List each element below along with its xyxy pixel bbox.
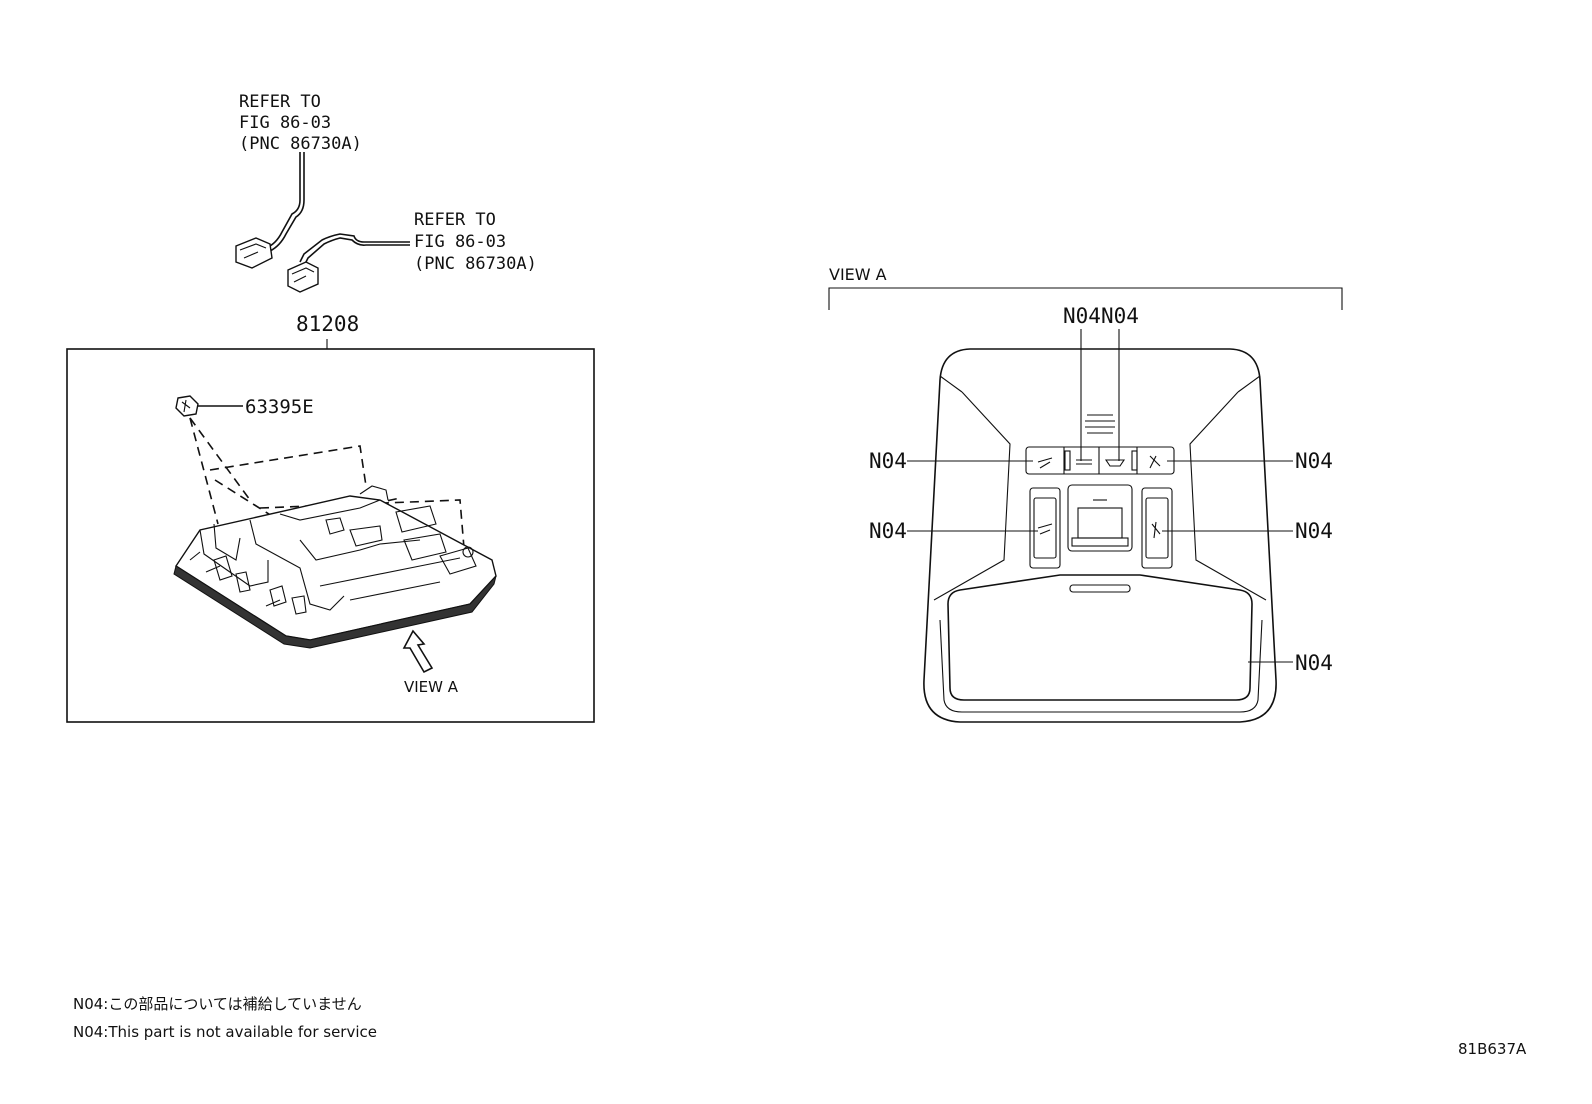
clip-part [175, 395, 199, 417]
n04-callout-right-bottom: N04 [1295, 651, 1333, 675]
n04-callout-top-right: N04 [1101, 304, 1139, 328]
view-a-title: VIEW A [829, 265, 887, 284]
assembly-frame [66, 348, 595, 723]
footnote-jp: N04:この部品については補給していません [73, 995, 362, 1013]
refer-2-line-1: REFER TO [414, 210, 496, 230]
n04-callout-right-upper: N04 [1295, 449, 1333, 473]
refer-2-line-3: (PNC 86730A) [414, 254, 537, 274]
n04-callout-left-lower: N04 [869, 519, 907, 543]
view-arrow-icon [402, 629, 434, 674]
refer-label-2: REFER TO FIG 86-03 (PNC 86730A) [414, 210, 537, 274]
refer-2-line-2: FIG 86-03 [414, 232, 506, 252]
footnotes: N04:この部品については補給していません N04:This part is n… [73, 990, 377, 1046]
view-a-arrow-label: VIEW A [404, 678, 459, 696]
n04-callout-top-left: N04 [1063, 304, 1101, 328]
n04-leader-lines [907, 329, 1293, 663]
n04-callout-left-upper: N04 [869, 449, 907, 473]
part-number-63395E: 63395E [245, 396, 314, 418]
wire-harness-1 [235, 152, 305, 269]
refer-1-line-1: REFER TO [239, 92, 321, 112]
footnote-en: N04:This part is not available for servi… [73, 1023, 377, 1041]
refer-1-line-2: FIG 86-03 [239, 113, 331, 133]
view-a-bracket [828, 287, 1343, 310]
overhead-console-3d [173, 485, 497, 649]
refer-1-line-3: (PNC 86730A) [239, 134, 362, 154]
refer-label-1: REFER TO FIG 86-03 (PNC 86730A) [239, 92, 362, 154]
n04-callout-right-lower: N04 [1295, 519, 1333, 543]
part-number-81208: 81208 [296, 312, 359, 336]
wire-harness-2 [287, 233, 410, 293]
n04-callouts: N04 N04 N04 N04 N04 N04 N04 [869, 304, 1333, 675]
console-front-view [923, 348, 1277, 723]
figure-code: 81B637A [1458, 1040, 1527, 1058]
